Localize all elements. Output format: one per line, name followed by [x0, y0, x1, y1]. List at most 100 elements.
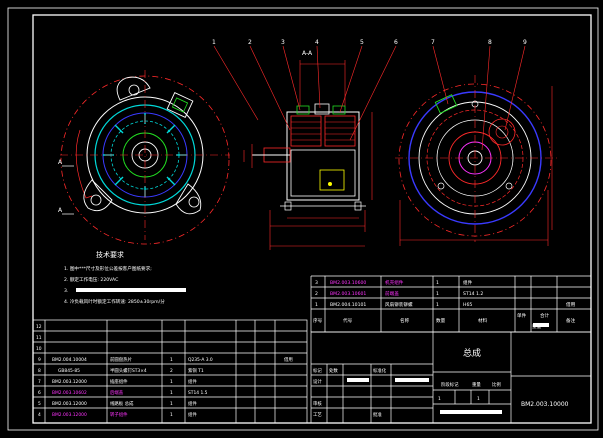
callout-2: 2: [248, 39, 252, 46]
callout-1: 1: [212, 39, 216, 46]
left-row-5-qty: 1: [170, 401, 173, 407]
upper-row-2-material: ST14 1.2: [463, 291, 483, 297]
upper-row-1-name: 风扇铆装铆螺: [385, 301, 413, 308]
left-row-7-code: BM2.003.12000: [52, 379, 87, 385]
title-block-drawing-no: BM2.003.10000: [521, 401, 569, 408]
left-row-7-material: 组件: [188, 378, 197, 385]
left-row-8-material: 紫铜 T1: [188, 367, 204, 374]
parts-list-left[interactable]: [32, 319, 308, 424]
upper-row-3-no: 3: [315, 280, 318, 286]
title-block-bar-3: [440, 410, 502, 414]
left-row-7-no: 7: [38, 379, 41, 385]
left-row-4-name: 转子组件: [110, 411, 128, 418]
view-marker-a-bottom: A: [58, 207, 63, 214]
left-row-7-name: 插座组件: [110, 378, 128, 385]
note-2: 2. 额定工作电压: 220VAC: [64, 276, 118, 283]
callout-4: 4: [315, 39, 319, 46]
left-row-5-no: 5: [38, 401, 41, 407]
left-row-8-qty: 2: [170, 368, 173, 374]
upper-row-1-no: 1: [315, 302, 318, 308]
left-row-4-material: 组件: [188, 411, 197, 418]
label-stage: 阶段标记: [441, 381, 459, 388]
parts-list-upper-rows: 3 BM2.003.10600 机壳组件 1 组件 2 BM2.003.1060…: [313, 279, 576, 330]
callout-6: 6: [394, 39, 398, 46]
upper-row-3-code: BM2.003.10600: [330, 280, 366, 286]
left-row-6-no: 6: [38, 390, 41, 396]
upper-row-3-name: 机壳组件: [385, 279, 404, 286]
sheet-number: 1: [438, 396, 441, 402]
view-marker-a-top: A: [58, 159, 63, 166]
left-row-4-no: 4: [38, 412, 41, 418]
label-process: 工艺: [313, 412, 322, 418]
technical-notes: 技术要求 1. 图中***尺寸及形位公差按客户图纸要求; 2. 额定工作电压: …: [64, 250, 186, 305]
right-view-rear-cover[interactable]: [395, 75, 560, 246]
left-row-9-note: 借用: [284, 356, 293, 363]
label-scale: 比例: [492, 381, 501, 388]
label-approve: 批准: [373, 411, 382, 418]
left-row-10-no: 10: [36, 346, 42, 352]
left-row-6-code: BM2.003.10602: [52, 390, 87, 396]
left-row-4-code: BM2.003.12000: [52, 412, 87, 418]
header-unit: 单件: [517, 312, 527, 319]
left-row-4-qty: 1: [170, 412, 173, 418]
title-block[interactable]: [310, 331, 592, 424]
left-row-7-qty: 1: [170, 379, 173, 385]
title-block-bar-2: [395, 378, 429, 382]
note-3: 3.: [64, 288, 68, 294]
label-design: 设计: [313, 378, 322, 385]
header-code: 代号: [343, 317, 353, 324]
header-no: 序号: [313, 317, 323, 324]
left-row-12-no: 12: [36, 324, 42, 330]
callout-numbers: 1 2 3 4 5 6 7 8 9: [212, 39, 527, 46]
title-block-text: 总成 BM2.003.10000 标记 处数 设计 标准化 审核 工艺 批准 阶…: [313, 323, 569, 418]
left-row-8-name: 半圆头螺钉ST3×4: [110, 367, 147, 374]
upper-row-2-name: 前端盖: [385, 290, 399, 297]
left-row-11-no: 11: [36, 335, 42, 341]
section-label: A-A: [302, 50, 313, 57]
header-total: 合计: [540, 312, 550, 319]
header-qty: 数量: [436, 317, 446, 324]
header-name: 名称: [400, 317, 410, 324]
left-row-5-material: 组件: [188, 400, 197, 407]
left-row-9-code: BM2.004.10004: [52, 357, 87, 363]
upper-row-1-code: BM2.004.10101: [330, 302, 366, 308]
note-1: 1. 图中***尺寸及形位公差按客户图纸要求;: [64, 265, 152, 272]
left-row-6-name: 后端盖: [110, 389, 124, 396]
left-row-6-qty: 1: [170, 390, 173, 396]
left-row-9-material: Q235-A 3.0: [188, 357, 213, 363]
label-standard: 标准化: [373, 367, 387, 374]
label-check: 审核: [313, 400, 322, 407]
note-4: 4. 冷负载风叶时额定工作转速: 2850±30rpm/分: [64, 298, 165, 305]
upper-row-1-note: 借用: [566, 301, 576, 308]
header-note: 备注: [566, 317, 576, 324]
notes-title: 技术要求: [96, 250, 124, 259]
upper-row-3-material: 组件: [463, 279, 473, 286]
upper-row-2-qty: 1: [436, 291, 439, 297]
upper-row-1-material: H65: [463, 302, 472, 308]
left-row-8-no: 8: [38, 368, 41, 374]
upper-row-2-no: 2: [315, 291, 318, 297]
label-sign: 处数: [329, 367, 338, 374]
left-row-9-qty: 1: [170, 357, 173, 363]
sheet-outer-border: [7, 7, 599, 431]
section-view-a-a[interactable]: [243, 60, 373, 250]
upper-row-1-qty: 1: [436, 302, 439, 308]
parts-list-left-rows: 12 11 10 9 BM2.004.10004 前圆盘热片 1 Q235-A …: [36, 324, 293, 418]
title-block-name: 总成: [463, 347, 481, 359]
left-row-9-name: 前圆盘热片: [110, 356, 132, 363]
callout-3: 3: [281, 39, 285, 46]
header-material: 材料: [478, 317, 488, 324]
left-row-5-code: BM2.003.12000: [52, 401, 87, 407]
upper-row-3-qty: 1: [436, 280, 439, 286]
left-row-5-name: 线路板 总成: [110, 400, 134, 407]
title-block-bar-1: [347, 378, 369, 382]
callout-9: 9: [523, 39, 527, 46]
left-view-end-cover[interactable]: [60, 70, 230, 245]
header-bar: [533, 323, 549, 327]
sheet-of: 1: [477, 396, 480, 402]
left-row-8-code: GB845-85: [58, 368, 80, 374]
upper-row-2-code: BM2.003.10601: [330, 291, 366, 297]
left-row-6-material: ST14 1.5: [188, 390, 208, 396]
